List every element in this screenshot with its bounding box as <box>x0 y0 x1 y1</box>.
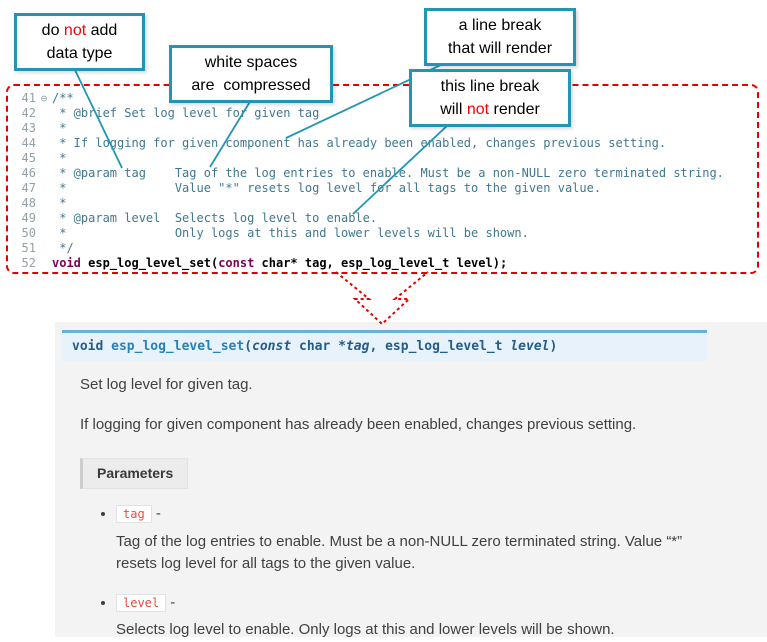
fold-collapse-icon: ⊖ <box>40 92 48 105</box>
fold-gutter <box>36 256 52 271</box>
function-declaration: esp_log_level_set( <box>80 256 219 270</box>
annotation-line: this line break <box>440 78 540 95</box>
sig-paren: ) <box>549 339 558 354</box>
code-line: 51 */ <box>12 241 757 256</box>
param-description: Tag of the log entries to enable. Must b… <box>116 532 683 573</box>
annotation-line: white spaces <box>204 54 298 71</box>
code-text: * @param tag Tag of the log entries to e… <box>52 166 724 180</box>
line-number: 47 <box>21 181 36 195</box>
code-text: * <box>52 121 67 135</box>
annotation-line-break-not-render: this line break will not render <box>409 69 571 128</box>
keyword-void: void <box>52 256 81 270</box>
annotation-text: will <box>440 101 467 119</box>
fold-gutter <box>36 196 52 211</box>
annotation-line: a line break <box>458 17 542 34</box>
fold-gutter <box>36 106 52 121</box>
code-line: 42 * @brief Set log level for given tag <box>12 106 757 121</box>
line-number: 46 <box>21 166 36 180</box>
annotation-line: data type <box>46 45 113 63</box>
detailed-description: If logging for given component has alrea… <box>80 415 637 433</box>
parameter-list: tag - Tag of the log entries to enable. … <box>80 503 767 642</box>
param-name-chip: level <box>116 593 167 612</box>
sig-param-level: level <box>510 339 550 354</box>
code-line: 44 * If logging for given component has … <box>12 136 757 151</box>
line-number: 42 <box>21 106 36 120</box>
parameters-label: Parameters <box>80 458 189 489</box>
code-text: * <box>52 196 67 210</box>
code-text: */ <box>52 241 74 255</box>
annotation-white-spaces-compressed: white spaces are compressed <box>169 45 333 104</box>
annotation-text: render <box>489 101 540 119</box>
keyword-const: const <box>218 256 255 270</box>
fold-gutter <box>36 241 52 256</box>
code-line: 48 * <box>12 196 757 211</box>
line-number: 51 <box>21 241 36 255</box>
code-text: * Only logs at this and lower levels wil… <box>52 226 529 240</box>
code-line: 45 * <box>12 151 757 166</box>
code-text: * If logging for given component has alr… <box>52 136 667 150</box>
param-dash: - <box>151 505 161 522</box>
annotation-line: do not add <box>23 19 136 42</box>
sig-param-type: , esp_log_level_t <box>369 339 511 354</box>
code-text: void esp_log_level_set(const char* tag, … <box>52 256 507 271</box>
param-description: Selects log level to enable. Only logs a… <box>116 621 615 638</box>
rendered-doc-preview: void esp_log_level_set(const char *tag, … <box>55 322 767 638</box>
code-line: 43 * <box>12 121 757 136</box>
annotation-line: will not render <box>418 98 562 121</box>
line-number: 50 <box>21 226 36 240</box>
red-dotted-arrow-down-icon <box>335 271 429 326</box>
code-line: 46 * @param tag Tag of the log entries t… <box>12 166 757 181</box>
sig-param-type: char * <box>291 339 346 354</box>
code-text: /** <box>52 91 74 105</box>
annotation-text: are compressed <box>191 77 311 95</box>
function-declaration: char* tag, esp_log_level_t level); <box>254 256 508 270</box>
annotation-line-break-renders: a line break that will render <box>424 8 576 67</box>
code-line: 49 * @param level Selects log level to e… <box>12 211 757 226</box>
code-text: * @param level Selects log level to enab… <box>52 211 378 225</box>
code-editor-snippet: 41 ⊖ /** 42 * @brief Set log level for giv… <box>6 84 759 274</box>
sig-paren: ( <box>244 339 253 354</box>
annotation-line: are compressed <box>178 74 324 97</box>
annotation-do-not-add-data-type: do not add data type <box>14 13 145 72</box>
param-name-chip: tag <box>116 505 152 523</box>
code-line-declaration: 52 void esp_log_level_set(const char* tag… <box>12 256 757 271</box>
fold-gutter <box>36 181 52 196</box>
brief-description: Set log level for given tag. <box>80 376 253 393</box>
fold-gutter <box>36 226 52 241</box>
fold-gutter <box>36 136 52 151</box>
param-item-level: level - Selects log level to enable. Onl… <box>116 592 767 642</box>
annotation-text-red: not <box>466 101 490 119</box>
line-number: 44 <box>21 136 36 150</box>
fold-gutter <box>36 121 52 136</box>
code-line: 50 * Only logs at this and lower levels … <box>12 226 757 241</box>
line-number: 48 <box>21 196 36 210</box>
annotation-line: that will render <box>447 40 553 58</box>
sig-const-keyword: const <box>252 339 292 354</box>
sig-function-name: esp_log_level_set <box>111 339 245 354</box>
annotation-text-red: not <box>63 22 87 39</box>
code-text: * Value "*" resets log level for all tag… <box>52 181 602 195</box>
annotation-text: add <box>86 22 118 39</box>
fold-gutter <box>36 151 52 166</box>
sig-param-tag: tag <box>345 339 370 354</box>
line-number: 43 <box>21 121 36 135</box>
doc-body: Set log level for given tag. If logging … <box>80 374 767 642</box>
fold-gutter <box>36 211 52 226</box>
fold-gutter <box>36 166 52 181</box>
param-dash: - <box>166 593 176 611</box>
code-line: 47 * Value "*" resets log level for all … <box>12 181 757 196</box>
line-number: 49 <box>21 211 36 225</box>
code-text: * <box>52 151 67 165</box>
code-text: * @brief Set log level for given tag <box>52 106 320 120</box>
line-number: 41 <box>21 91 36 105</box>
line-number: 52 <box>21 256 36 270</box>
function-signature: void esp_log_level_set(const char *tag, … <box>62 330 707 361</box>
line-number: 45 <box>21 151 36 165</box>
code-line: 41 ⊖ /** <box>12 91 757 106</box>
annotation-text: do <box>41 22 64 39</box>
sig-return-type: void <box>72 339 112 354</box>
param-item-tag: tag - Tag of the log entries to enable. … <box>116 503 767 576</box>
